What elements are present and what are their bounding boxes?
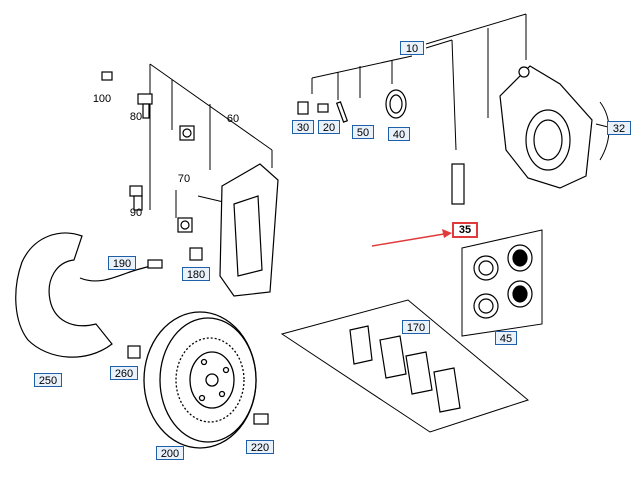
callout-220[interactable]: 220: [246, 440, 274, 454]
wear-sensor: [79, 259, 163, 282]
callout-70[interactable]: 70: [177, 173, 191, 185]
pads-bracket: [280, 299, 530, 433]
callout-200[interactable]: 200: [156, 446, 184, 460]
callout-40[interactable]: 40: [388, 127, 410, 141]
callout-35[interactable]: 35: [452, 222, 478, 238]
leader-lines-10: [311, 13, 527, 151]
callout-80[interactable]: 80: [129, 111, 143, 123]
seals-bracket: [461, 229, 543, 337]
callout-60[interactable]: 60: [226, 113, 240, 125]
callout-260[interactable]: 260: [110, 366, 138, 380]
caliper-housing: [499, 65, 593, 189]
callout-10[interactable]: 10: [400, 41, 424, 55]
callout-90[interactable]: 90: [129, 207, 143, 219]
caliper-bracket: [219, 163, 279, 297]
callout-30[interactable]: 30: [292, 120, 314, 134]
dust-shield: [15, 232, 113, 358]
callout-45[interactable]: 45: [495, 331, 517, 345]
callout-250[interactable]: 250: [34, 373, 62, 387]
callout-170[interactable]: 170: [402, 320, 430, 334]
piston-seals: [473, 244, 533, 319]
brake-pads: [349, 325, 461, 413]
callout-100[interactable]: 100: [92, 93, 112, 105]
callout-20[interactable]: 20: [318, 120, 340, 134]
callout-190[interactable]: 190: [108, 256, 136, 270]
callout-180[interactable]: 180: [182, 267, 210, 281]
callout-50[interactable]: 50: [352, 125, 374, 139]
brake-disc: [143, 311, 257, 449]
callout-32[interactable]: 32: [607, 121, 631, 135]
hardware-parts: [101, 71, 465, 425]
highlight-arrow: [371, 229, 452, 247]
